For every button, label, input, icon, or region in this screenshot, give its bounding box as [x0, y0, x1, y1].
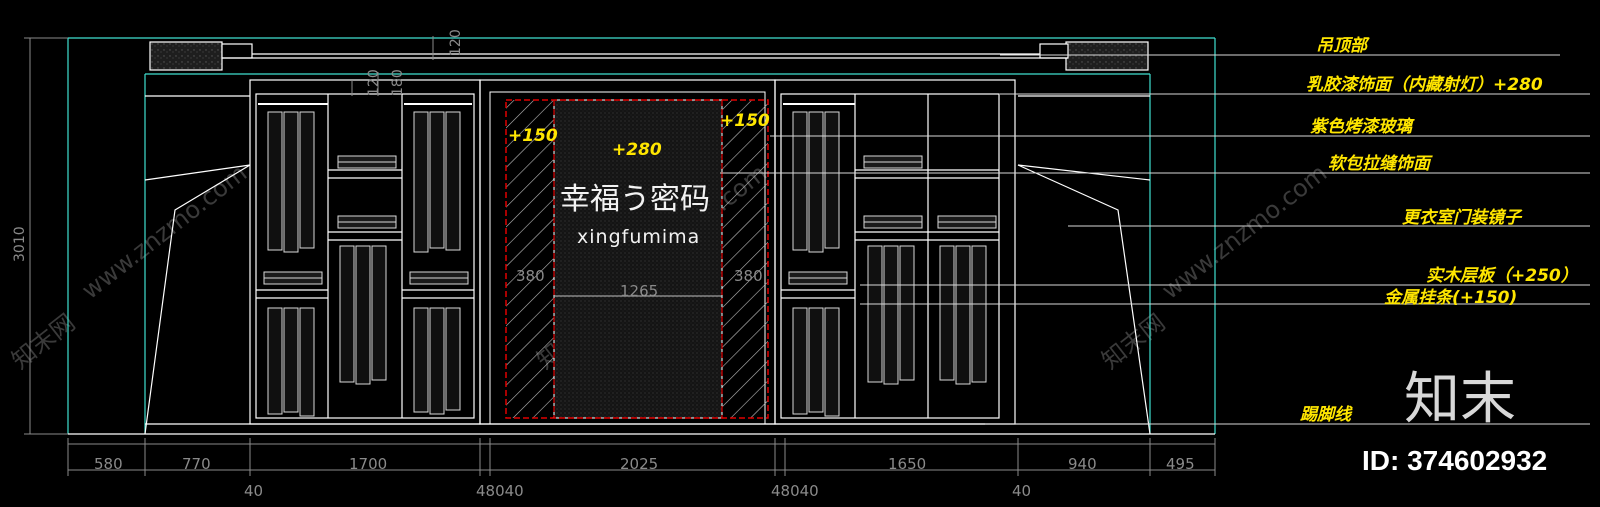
right-wardrobe: [774, 79, 1016, 425]
annotation-metal-rail: 金属挂条(+150): [1384, 288, 1517, 308]
hanging-clothes: [267, 111, 987, 417]
outer-outline: [67, 37, 1216, 434]
width-380-right: 380: [734, 267, 763, 285]
dim-top-120: 120: [448, 29, 464, 56]
dimension-lines: [24, 36, 1216, 476]
watermark-brand: 知末网: [6, 308, 80, 374]
dim-height-3010: 3010: [12, 226, 28, 262]
note-right-150: +150: [720, 111, 770, 131]
annotation-skirting: 踢脚线: [1300, 405, 1353, 425]
logo-text: 知末: [1404, 367, 1516, 432]
width-380-left: 380: [516, 267, 545, 285]
watermark-site: www.znzmo.com: [1156, 159, 1332, 305]
dim-48040-left: 48040: [476, 482, 524, 500]
width-1265: 1265: [620, 282, 658, 300]
note-center-280: +280: [612, 140, 662, 160]
ceiling-block-right: [1065, 41, 1149, 71]
watermark-site: www.znzmo.com: [76, 159, 252, 305]
glass-border: [505, 99, 769, 419]
skirting: [68, 423, 1215, 435]
dim-580: 580: [94, 455, 123, 473]
note-left-150: +150: [508, 126, 558, 146]
annotation-door-mirror: 更衣室门装镜子: [1402, 208, 1523, 228]
annotations: 吊顶部 乳胶漆饰面（内藏射灯）+280 紫色烤漆玻璃 软包拉缝饰面 更衣室门装镜…: [1300, 36, 1578, 425]
dim-770: 770: [182, 455, 211, 473]
annotation-soft-upholstery: 软包拉缝饰面: [1328, 154, 1433, 174]
left-wardrobe: [249, 79, 481, 425]
dim-upper-180: 180: [390, 69, 406, 96]
annotation-latex-paint: 乳胶漆饰面（内藏射灯）+280: [1306, 75, 1543, 95]
brand-chinese: 幸福う密码: [560, 182, 710, 217]
mirror-hatch-right: [722, 100, 768, 418]
folded-clothes: [263, 155, 997, 285]
center-panel-labels: +150 +280 +150 幸福う密码 xingfumima 380 1265…: [508, 111, 770, 300]
fabric-panel: [553, 99, 723, 419]
id-label: ID: 374602932: [1362, 445, 1547, 476]
dressing-room-door: [479, 79, 776, 425]
annotation-wood-shelf: 实木层板（+250）: [1426, 266, 1578, 286]
dim-upper-120: 120: [366, 69, 382, 96]
leader-lines: [720, 54, 1590, 425]
ceiling-section: [149, 41, 1149, 71]
dim-40-right: 40: [1012, 482, 1031, 500]
dim-495: 495: [1166, 455, 1195, 473]
dim-2025: 2025: [620, 455, 658, 473]
mirror-hatch-left: [506, 100, 554, 418]
annotation-purple-glass: 紫色烤漆玻璃: [1310, 117, 1415, 137]
dim-940: 940: [1068, 455, 1097, 473]
dim-1650: 1650: [888, 455, 926, 473]
dim-48040-right: 48040: [771, 482, 819, 500]
annotation-ceiling: 吊顶部: [1316, 36, 1370, 56]
brand-logo: 知末 ID: 374602932: [1362, 367, 1547, 476]
ceiling-block-left: [149, 41, 223, 71]
dim-40-left: 40: [244, 482, 263, 500]
dim-1700: 1700: [349, 455, 387, 473]
dimension-text: 3010 120 180 120 580 770 1700 2025 1650 …: [12, 29, 1195, 500]
brand-pinyin: xingfumima: [577, 226, 700, 248]
